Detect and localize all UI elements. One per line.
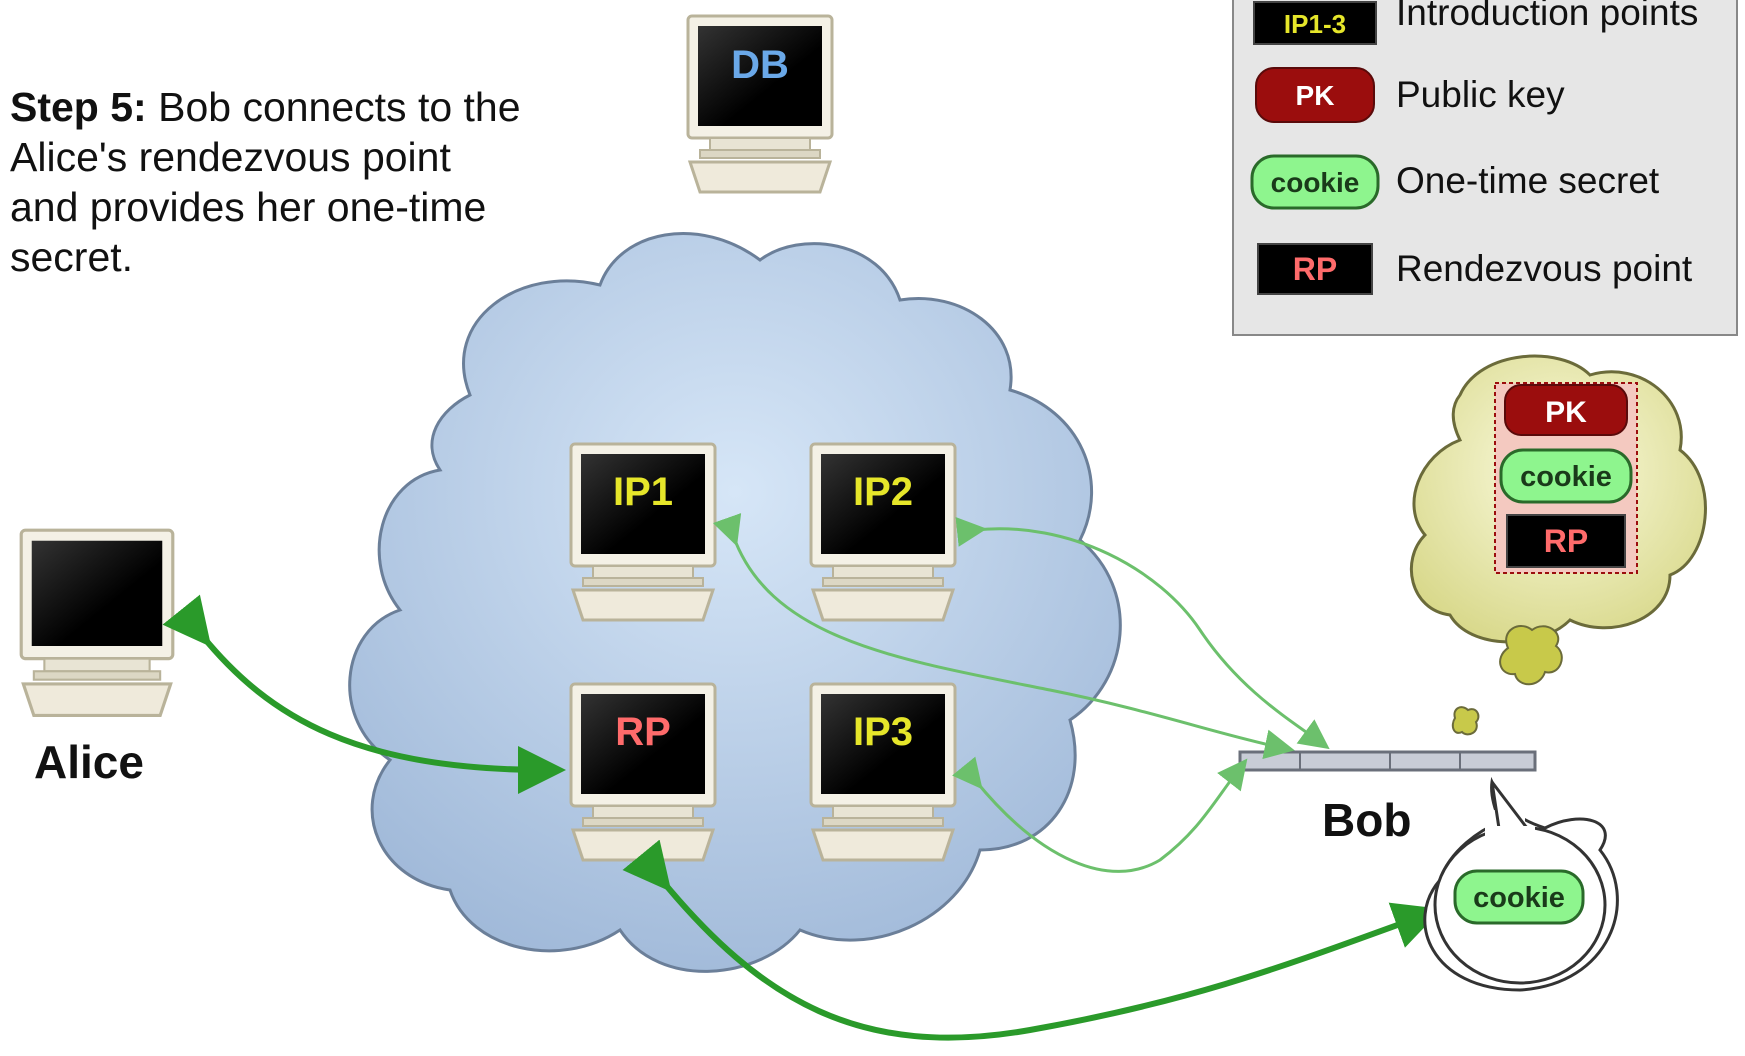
legend: IP1-3 PK cookie RP Introduction points P…	[1232, 0, 1738, 336]
ip1-node[interactable]: IP1	[569, 442, 717, 622]
legend-label-rp: Rendezvous point	[1396, 248, 1693, 289]
rp-node[interactable]: RP	[569, 682, 717, 862]
thought-rp-tag: RP	[1506, 514, 1626, 568]
step-text: Bob connects to the Alice's rendezvous p…	[10, 84, 521, 280]
ip1-label: IP1	[613, 470, 673, 514]
legend-ip-tag: IP1-3	[1253, 1, 1377, 45]
thought-rp-text: RP	[1544, 523, 1588, 559]
legend-label-pk: Public key	[1396, 74, 1565, 115]
legend-cookie-tag: cookie	[1250, 154, 1380, 210]
step-caption: Step 5: Bob connects to the Alice's rend…	[10, 82, 530, 282]
ip2-node[interactable]: IP2	[809, 442, 957, 622]
thought-cookie-text: cookie	[1520, 461, 1612, 493]
alice-label: Alice	[34, 736, 144, 788]
thought-pk-tag: PK	[1504, 384, 1628, 436]
network-cloud	[348, 232, 1122, 973]
legend-rp-tag-text: RP	[1293, 251, 1337, 287]
legend-cookie-tag-text: cookie	[1271, 167, 1360, 198]
legend-label-cookie: One-time secret	[1396, 160, 1660, 201]
ip2-label: IP2	[853, 470, 913, 514]
db-node[interactable]: DB	[686, 14, 834, 194]
speech-cookie-tag: cookie	[1453, 869, 1585, 925]
legend-tags: IP1-3 PK cookie RP	[1250, 1, 1380, 295]
step-label: Step 5:	[10, 84, 147, 130]
ip3-node[interactable]: IP3	[809, 682, 957, 862]
arrow-ip3-bob	[952, 756, 1248, 873]
legend-ip-tag-text: IP1-3	[1284, 9, 1346, 39]
arrow-rp-bob	[622, 839, 1442, 1041]
legend-label-intro: Introduction points	[1396, 0, 1699, 33]
alice-computer[interactable]	[19, 528, 175, 718]
arrow-alice-rp	[162, 594, 566, 794]
legend-pk-tag: PK	[1255, 67, 1375, 123]
speech-cookie-text: cookie	[1473, 882, 1565, 914]
ip3-label: IP3	[853, 710, 913, 754]
db-label: DB	[731, 43, 789, 87]
thought-cookie-tag: cookie	[1499, 448, 1633, 504]
rp-label: RP	[615, 710, 671, 754]
bob-label: Bob	[1322, 794, 1412, 846]
legend-pk-tag-text: PK	[1296, 80, 1335, 111]
bob-laptop[interactable]	[1238, 750, 1537, 772]
thought-pk-text: PK	[1545, 396, 1587, 429]
arrow-ip2-bob	[955, 516, 1330, 750]
legend-rp-tag: RP	[1257, 243, 1373, 295]
